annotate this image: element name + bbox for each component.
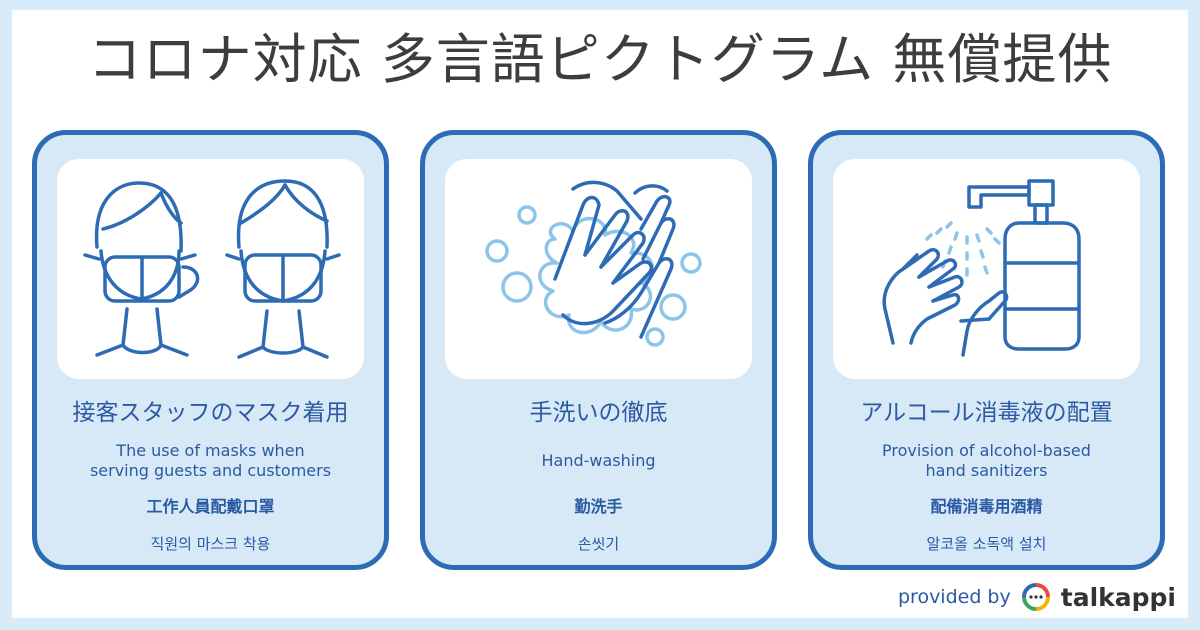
card-sanitizer-en-line-2: hand sanitizers [925,461,1048,480]
card-mask-title-ja: 接客スタッフのマスク着用 [72,400,349,426]
hand-sanitizer-icon [882,179,1081,357]
masked-staff-icon [83,179,341,359]
card-sanitizer-text-en: Provision of alcohol-based hand sanitize… [813,441,1160,481]
card-sanitizer-text-ko: 알코올 소독액 설치 [926,535,1047,553]
card-mask-text-ko: 직원의 마스크 착용 [150,535,271,553]
card-handwashing-text-ko: 손씻기 [577,535,620,553]
card-mask-text-en: The use of masks when serving guests and… [37,441,384,481]
credit-brand: talkappi [1060,582,1176,612]
credit-provided-by: provided by [897,586,1011,608]
card-handwashing-illustration [445,159,752,379]
credit: provided by talkappi [898,580,1176,614]
card-mask-en-line-1: The use of masks when [116,441,305,460]
card-handwashing: 手洗いの徹底 Hand-washing 勤洗手 손씻기 [420,130,777,570]
card-sanitizer-title-ja: アルコール消毒液の配置 [860,400,1113,426]
hand-washing-icon [485,180,702,347]
card-sanitizer-text-zh: 配備消毒用酒精 [930,497,1043,516]
card-handwashing-text-zh: 勤洗手 [574,497,623,516]
talkappi-logo-icon [1021,583,1050,611]
card-mask: 接客スタッフのマスク着用 The use of masks when servi… [32,130,389,570]
card-sanitizer-illustration [833,159,1140,379]
card-sanitizer-en-line-1: Provision of alcohol-based [882,441,1091,460]
card-handwashing-title-ja: 手洗いの徹底 [529,400,668,426]
page-title: コロナ対応 多言語ピクトグラム 無償提供 [87,28,1113,91]
card-mask-illustration [57,159,364,379]
card-mask-text-zh: 工作人員配戴口罩 [146,497,275,516]
card-handwashing-en-line-1: Hand-washing [541,451,656,470]
card-handwashing-text-en: Hand-washing [425,451,772,471]
card-mask-en-line-2: serving guests and customers [89,461,332,480]
card-sanitizer: アルコール消毒液の配置 Provision of alcohol-based h… [808,130,1165,570]
